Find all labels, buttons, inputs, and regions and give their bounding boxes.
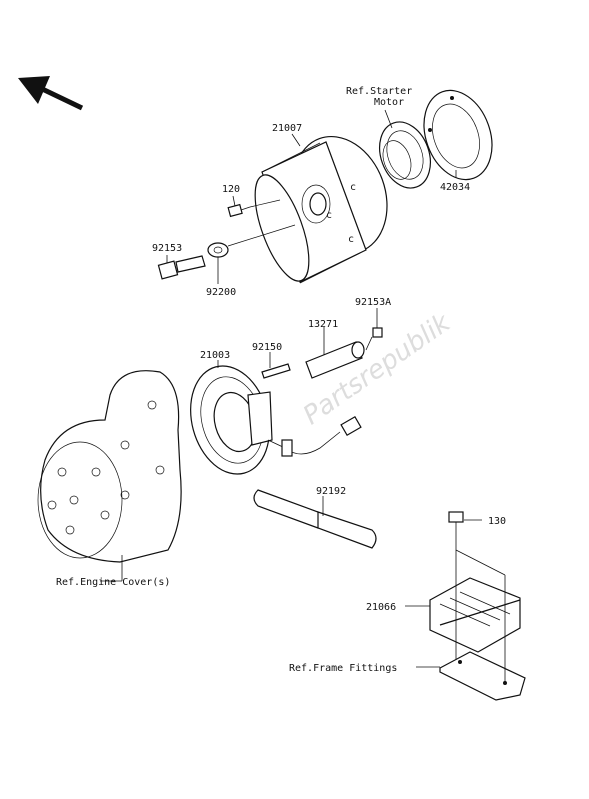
label-92153A: 92153A	[355, 297, 391, 308]
label-92153: 92153	[152, 243, 182, 254]
label-42034: 42034	[440, 182, 470, 193]
label-120: 120	[222, 184, 240, 195]
label-130: 130	[488, 516, 506, 527]
starter-clutch	[379, 121, 431, 189]
washer-92200	[207, 242, 229, 258]
bolt-120	[227, 203, 251, 218]
stator-21003	[190, 365, 273, 475]
label-21007: 21007	[272, 123, 302, 134]
svg-text:c: c	[326, 210, 332, 221]
rotor-21007: c c c	[254, 135, 388, 284]
engine-cover	[37, 370, 182, 563]
bolt-92153	[157, 255, 206, 280]
direction-arrow-icon	[18, 76, 84, 111]
label-13271: 13271	[308, 319, 338, 330]
bolt-92153A	[365, 327, 383, 351]
label-ref-starter-motor-2: Motor	[374, 97, 404, 108]
clamp-13271	[305, 341, 365, 379]
label-21066: 21066	[366, 602, 396, 613]
bolt-130	[448, 511, 464, 540]
svg-text:c: c	[350, 182, 356, 193]
label-92192: 92192	[316, 486, 346, 497]
svg-text:c: c	[348, 234, 354, 245]
label-21003: 21003	[200, 350, 230, 361]
frame-fitting	[439, 651, 526, 701]
gear-42034	[423, 89, 493, 181]
label-ref-starter-motor-1: Ref.Starter	[346, 86, 412, 97]
bolt-92150	[261, 363, 291, 379]
label-ref-frame-fittings: Ref.Frame Fittings	[289, 663, 397, 674]
wire-harness	[267, 415, 362, 457]
label-92150: 92150	[252, 342, 282, 353]
regulator-21066	[429, 577, 521, 653]
leader-lines	[100, 109, 506, 683]
grommet-92192	[253, 489, 377, 549]
label-92200: 92200	[206, 287, 236, 298]
label-ref-engine-cover: Ref.Engine Cover(s)	[56, 577, 170, 588]
